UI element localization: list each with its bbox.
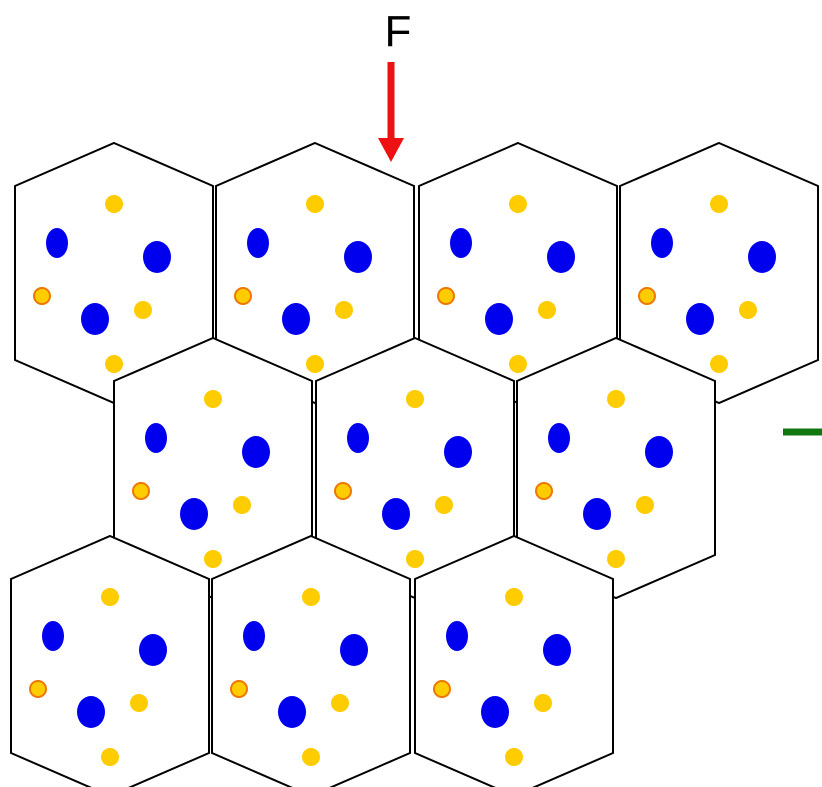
hexagonal-cell-grid	[10, 142, 819, 787]
grain-cell-10	[414, 535, 614, 787]
force-label: F	[385, 7, 412, 56]
force-arrow	[378, 62, 404, 162]
grain-cell-9	[211, 535, 411, 787]
force-arrow-head	[378, 138, 404, 162]
grain-cell-8	[10, 535, 210, 787]
